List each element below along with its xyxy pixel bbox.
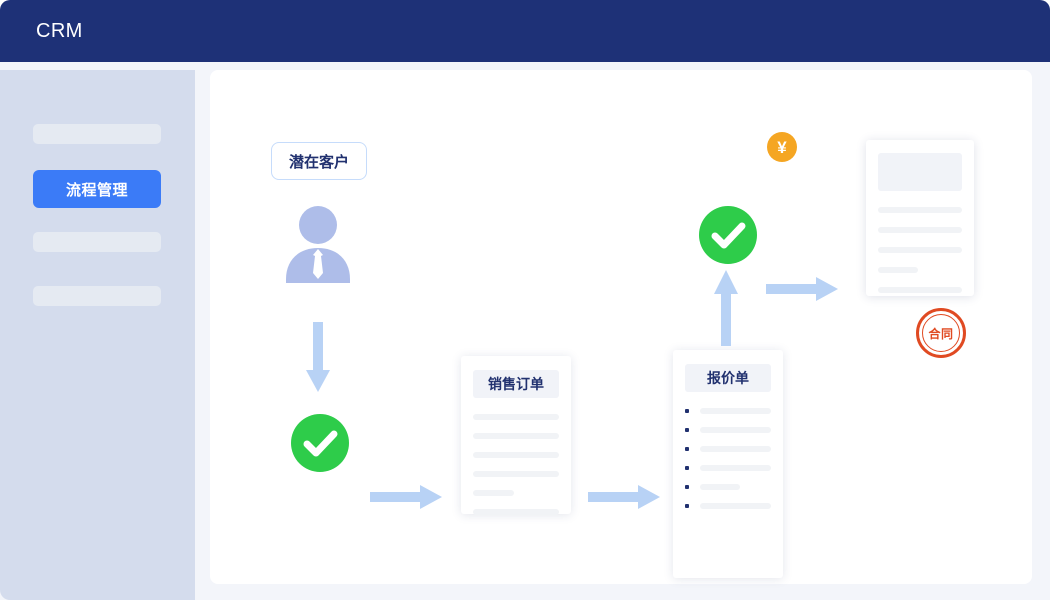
bullet-dot-icon [685,466,689,470]
node-quotation-card[interactable]: 报价单 [673,350,783,578]
bullet-line [700,408,771,414]
sidebar-item-placeholder-3[interactable] [33,286,161,306]
bullet-row [685,484,771,490]
yen-symbol: ¥ [777,137,787,157]
bullet-row [685,427,771,433]
doc-line [878,267,919,273]
arrow-right-check-to-contract [766,276,838,302]
contract-stamp-label: 合同 [928,326,954,341]
contract-stamp-inner-ring: 合同 [922,314,960,352]
flow-diagram-canvas: 潜在客户 [210,70,1032,584]
person-with-tie-icon [278,205,358,283]
node-sales-order-card[interactable]: 销售订单 [461,356,571,515]
bullet-row [685,408,771,414]
sidebar-item-process-management[interactable]: 流程管理 [33,170,161,208]
doc-line [878,227,962,233]
sales-order-title: 销售订单 [473,370,559,398]
doc-line [473,433,559,439]
node-lead-label[interactable]: 潜在客户 [271,142,367,180]
bullet-line [700,503,771,509]
app-header: CRM [0,0,1050,62]
node-lead-label-text: 潜在客户 [288,153,349,171]
bullet-dot-icon [685,447,689,451]
doc-line [473,509,559,515]
app-body: 流程管理 潜在客户 [0,62,1050,600]
doc-line [473,452,559,458]
arrow-down-lead-to-check [305,322,331,392]
arrow-right-check-to-sales-order [370,484,442,510]
doc-line [878,247,962,253]
sidebar-item-placeholder-1[interactable] [33,124,161,144]
bullet-row [685,446,771,452]
bullet-line [700,446,771,452]
check-circle-icon-deal-won [699,206,757,264]
app-title: CRM [36,20,83,42]
bullet-dot-icon [685,485,689,489]
bullet-line [700,465,771,471]
contract-stamp-icon: 合同 [916,308,966,358]
bullet-row [685,503,771,509]
quotation-title-text: 报价单 [707,370,749,386]
arrow-up-quotation-to-check [713,270,739,346]
yen-currency-badge-icon: ¥ [767,132,797,162]
bullet-row [685,465,771,471]
doc-line [473,414,559,420]
quotation-title: 报价单 [685,364,771,392]
sidebar-item-label: 流程管理 [65,181,128,199]
sidebar-item-placeholder-2[interactable] [33,232,161,252]
sales-order-title-text: 销售订单 [488,376,544,392]
check-circle-icon-lead-qualified [291,414,349,472]
bullet-line [700,484,740,490]
bullet-dot-icon [685,428,689,432]
sidebar: 流程管理 [0,70,195,600]
contract-header-block [878,153,962,191]
doc-line [473,490,515,496]
bullet-line [700,427,771,433]
bullet-dot-icon [685,504,689,508]
bullet-dot-icon [685,409,689,413]
doc-line [473,471,559,477]
arrow-right-sales-order-to-quotation [588,484,660,510]
node-contract-card[interactable] [866,140,974,296]
doc-line [878,207,962,213]
doc-line [878,287,962,293]
